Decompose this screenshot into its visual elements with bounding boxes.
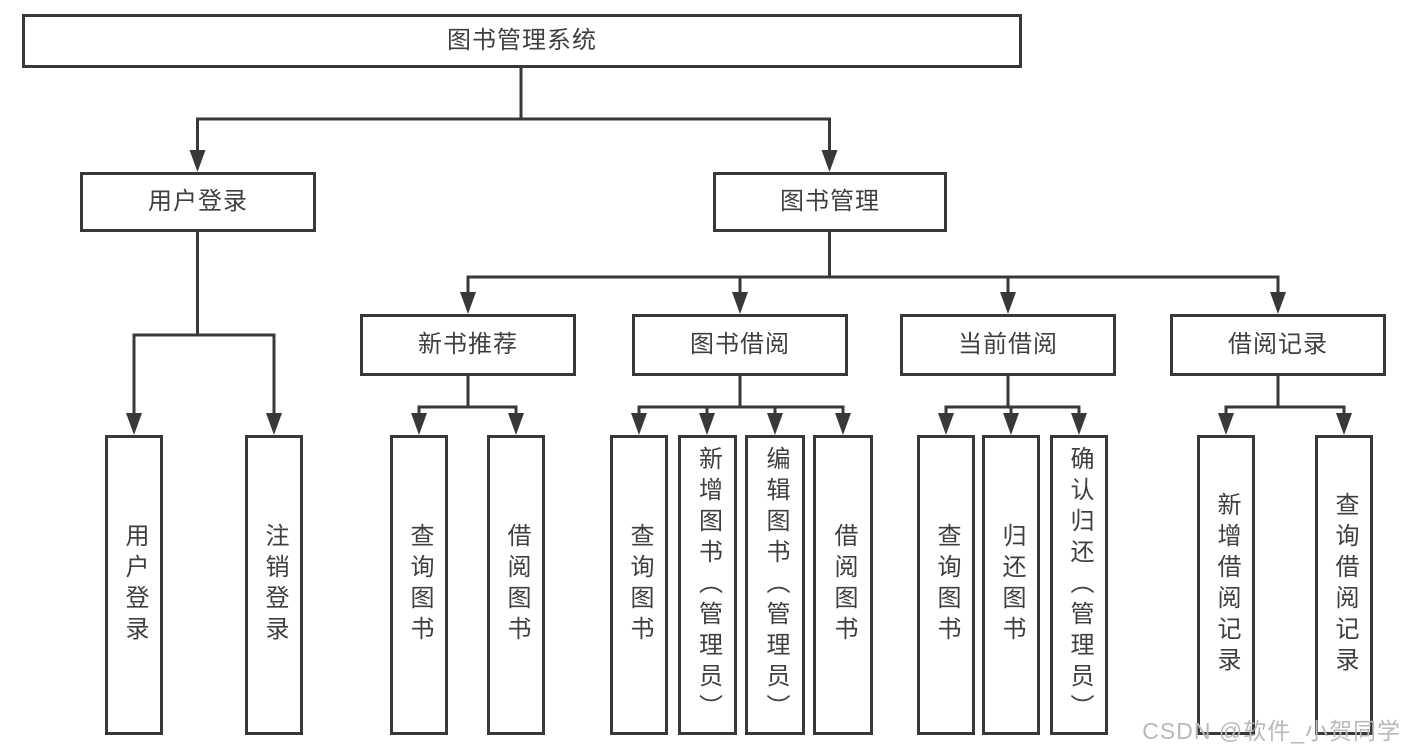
leaf-edit-books-admin-label: 编辑图书（管理员） [762,445,789,725]
node-new-book-recommend-label: 新书推荐 [418,331,518,358]
node-new-book-recommend: 新书推荐 [360,314,576,376]
leaf-edit-books-admin: 编辑图书（管理员） [745,435,805,735]
node-borrow-records-label: 借阅记录 [1228,331,1328,358]
leaf-borrow-books: 借阅图书 [813,435,873,735]
leaf-borrow-books-label: 借阅图书 [830,523,857,647]
leaf-logout: 注销登录 [245,435,303,735]
node-root: 图书管理系统 [22,14,1022,68]
leaf-recommend-query-books-label: 查询图书 [406,523,433,647]
leaf-recommend-borrow-books: 借阅图书 [487,435,545,735]
node-current-borrow-label: 当前借阅 [958,331,1058,358]
leaf-user-login: 用户登录 [105,435,163,735]
leaf-add-borrow-record-label: 新增借阅记录 [1213,492,1240,678]
leaf-current-query-books: 查询图书 [917,435,975,735]
leaf-confirm-return-admin-label: 确认归还（管理员） [1066,445,1093,725]
node-root-label: 图书管理系统 [447,27,597,54]
leaf-recommend-query-books: 查询图书 [390,435,448,735]
leaf-confirm-return-admin: 确认归还（管理员） [1050,435,1108,735]
leaf-borrow-query-books-label: 查询图书 [626,523,653,647]
leaf-add-books-admin-label: 新增图书（管理员） [694,445,722,725]
leaf-return-books-label: 归还图书 [998,523,1025,647]
node-current-borrow: 当前借阅 [900,314,1116,376]
watermark: CSDN @软件_小贺同学 [1142,718,1401,744]
node-book-management-group: 图书管理 [713,172,947,232]
leaf-add-books-admin: 新增图书（管理员） [678,435,737,735]
leaf-recommend-borrow-books-label: 借阅图书 [503,523,530,647]
leaf-return-books: 归还图书 [982,435,1040,735]
leaf-borrow-query-books: 查询图书 [610,435,668,735]
node-user-login-group-label: 用户登录 [148,188,248,215]
node-book-borrow-label: 图书借阅 [690,331,790,358]
leaf-current-query-books-label: 查询图书 [933,523,960,647]
leaf-query-borrow-record-label: 查询借阅记录 [1331,492,1358,678]
node-book-borrow: 图书借阅 [632,314,848,376]
leaf-query-borrow-record: 查询借阅记录 [1315,435,1373,735]
node-book-management-group-label: 图书管理 [780,188,880,215]
leaf-user-login-label: 用户登录 [121,523,148,647]
node-borrow-records: 借阅记录 [1170,314,1386,376]
leaf-logout-label: 注销登录 [261,523,288,647]
leaf-add-borrow-record: 新增借阅记录 [1197,435,1255,735]
node-user-login-group: 用户登录 [80,172,316,232]
